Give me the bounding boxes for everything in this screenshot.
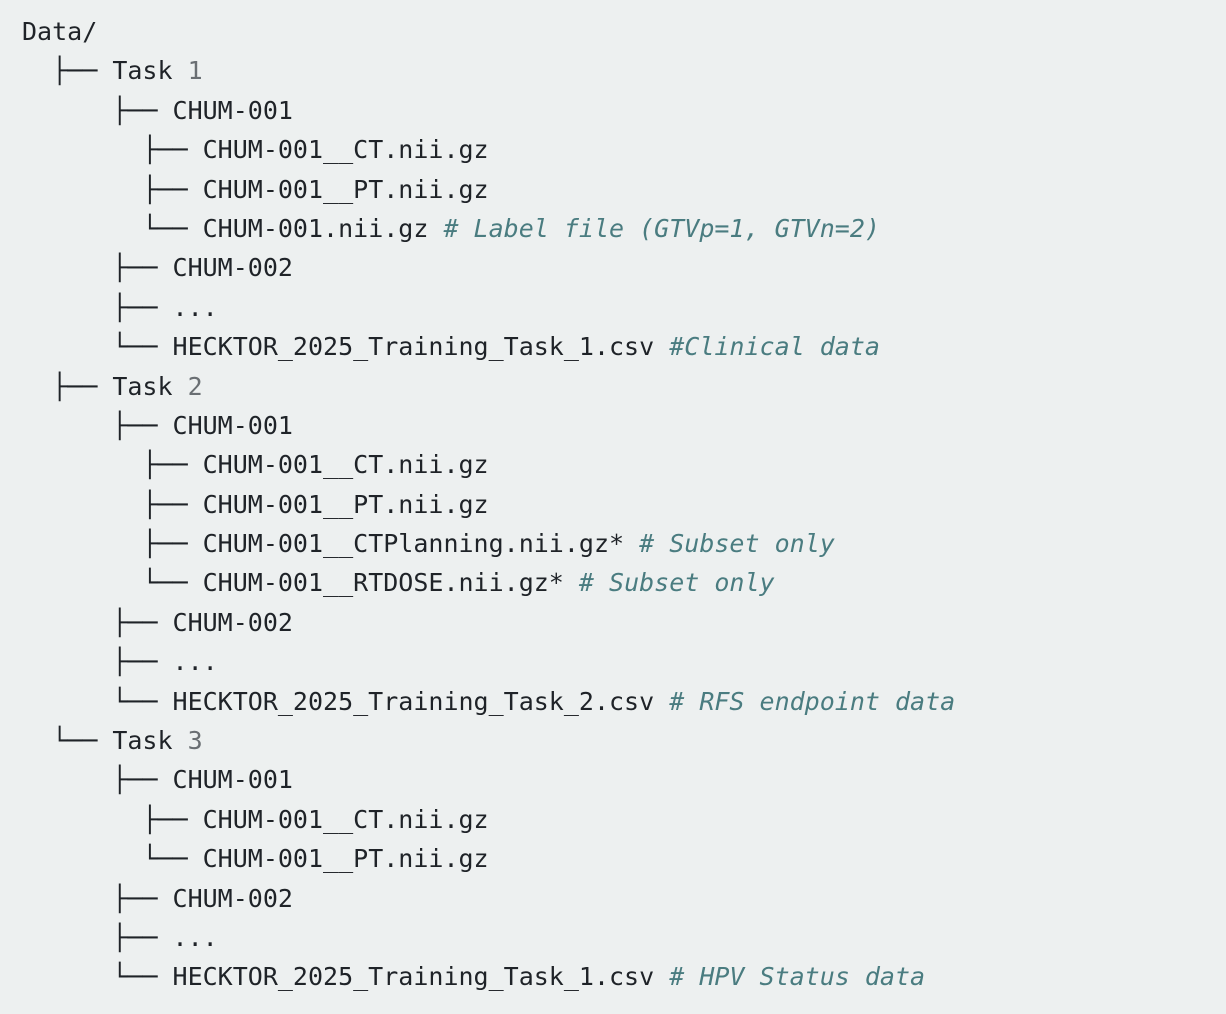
tree-entry-name: CHUM-001 xyxy=(172,95,293,125)
code-comment: # RFS endpoint data xyxy=(669,686,956,716)
tree-prefix: └── xyxy=(22,568,203,598)
tree-entry-name: CHUM-002 xyxy=(172,607,293,637)
tree-entry-name: CHUM-001__RTDOSE.nii.gz* xyxy=(202,568,579,598)
tree-prefix: ├── xyxy=(22,292,173,322)
tree-entry-name: HECKTOR_2025_Training_Task_1.csv xyxy=(172,332,670,362)
tree-prefix: ├── xyxy=(22,647,173,677)
tree-line: └── CHUM-001.nii.gz # Label file (GTVp=1… xyxy=(22,209,1226,248)
tree-prefix: ├── xyxy=(22,883,173,913)
tree-prefix: ├── xyxy=(22,135,203,165)
tree-entry-number: 2 xyxy=(187,371,203,401)
tree-line: ├── CHUM-002 xyxy=(22,603,1226,642)
tree-line: ├── CHUM-001 xyxy=(22,760,1226,799)
tree-entry-name: CHUM-001__PT.nii.gz xyxy=(202,174,489,204)
tree-line: ├── ... xyxy=(22,642,1226,681)
code-comment: # Subset only xyxy=(578,568,775,598)
tree-line: └── HECKTOR_2025_Training_Task_1.csv #Cl… xyxy=(22,327,1226,366)
tree-line: └── HECKTOR_2025_Training_Task_1.csv # H… xyxy=(22,957,1226,996)
tree-prefix: ├── xyxy=(22,489,203,519)
code-comment: # Label file (GTVp=1, GTVn=2) xyxy=(443,213,880,243)
tree-entry-name: CHUM-001 xyxy=(172,410,293,440)
tree-prefix: ├── xyxy=(22,450,203,480)
tree-line: └── CHUM-001__PT.nii.gz xyxy=(22,839,1226,878)
tree-prefix: ├── xyxy=(22,765,173,795)
tree-line: └── HECKTOR_2025_Training_Task_2.csv # R… xyxy=(22,682,1226,721)
code-comment: #Clinical data xyxy=(669,332,880,362)
tree-line: ├── CHUM-001__PT.nii.gz xyxy=(22,485,1226,524)
tree-prefix: └── xyxy=(22,213,203,243)
tree-entry-name: CHUM-002 xyxy=(172,883,293,913)
tree-prefix: ├── xyxy=(22,371,113,401)
tree-entry-name: CHUM-001__PT.nii.gz xyxy=(202,844,489,874)
tree-entry-name: Task xyxy=(112,726,188,756)
tree-line: └── CHUM-001__RTDOSE.nii.gz* # Subset on… xyxy=(22,563,1226,602)
tree-line: Data/ xyxy=(22,12,1226,51)
tree-prefix: ├── xyxy=(22,922,173,952)
tree-entry-name: CHUM-001__PT.nii.gz xyxy=(202,489,489,519)
tree-prefix: ├── xyxy=(22,253,173,283)
tree-prefix: └── xyxy=(22,962,173,992)
tree-prefix: ├── xyxy=(22,95,173,125)
tree-entry-name: ... xyxy=(172,292,218,322)
tree-prefix: └── xyxy=(22,726,113,756)
tree-entry-name: CHUM-001__CTPlanning.nii.gz* xyxy=(202,529,640,559)
tree-entry-name: HECKTOR_2025_Training_Task_2.csv xyxy=(172,686,670,716)
tree-entry-number: 1 xyxy=(187,56,203,86)
tree-prefix: ├── xyxy=(22,529,203,559)
tree-prefix: └── xyxy=(22,844,203,874)
tree-line: ├── CHUM-001__CT.nii.gz xyxy=(22,800,1226,839)
tree-entry-name: ... xyxy=(172,647,218,677)
tree-line: ├── CHUM-001__PT.nii.gz xyxy=(22,170,1226,209)
tree-entry-name: CHUM-001__CT.nii.gz xyxy=(202,804,489,834)
tree-prefix: ├── xyxy=(22,410,173,440)
tree-entry-name: CHUM-001__CT.nii.gz xyxy=(202,135,489,165)
tree-line: ├── CHUM-001 xyxy=(22,91,1226,130)
tree-prefix: ├── xyxy=(22,804,203,834)
tree-line: └── Task 3 xyxy=(22,721,1226,760)
tree-line: ├── CHUM-002 xyxy=(22,248,1226,287)
tree-line: ├── CHUM-002 xyxy=(22,879,1226,918)
tree-entry-name: CHUM-001 xyxy=(172,765,293,795)
tree-line: ├── Task 2 xyxy=(22,367,1226,406)
tree-entry-name: HECKTOR_2025_Training_Task_1.csv xyxy=(172,962,670,992)
tree-entry-name: Data/ xyxy=(22,17,98,46)
tree-entry-name: Task xyxy=(112,371,188,401)
tree-entry-name: Task xyxy=(112,56,188,86)
tree-entry-name: CHUM-001__CT.nii.gz xyxy=(202,450,489,480)
tree-line: ├── CHUM-001 xyxy=(22,406,1226,445)
tree-entry-name: CHUM-001.nii.gz xyxy=(202,213,444,243)
tree-line: ├── CHUM-001__CT.nii.gz xyxy=(22,130,1226,169)
tree-prefix: ├── xyxy=(22,56,113,86)
code-comment: # HPV Status data xyxy=(669,962,926,992)
tree-entry-number: 3 xyxy=(187,726,203,756)
tree-line: ├── ... xyxy=(22,918,1226,957)
tree-line: ├── ... xyxy=(22,288,1226,327)
tree-line: ├── CHUM-001__CTPlanning.nii.gz* # Subse… xyxy=(22,524,1226,563)
tree-line: ├── Task 1 xyxy=(22,51,1226,90)
tree-prefix: └── xyxy=(22,686,173,716)
tree-entry-name: CHUM-002 xyxy=(172,253,293,283)
tree-entry-name: ... xyxy=(172,922,218,952)
code-comment: # Subset only xyxy=(639,529,835,559)
tree-prefix: └── xyxy=(22,332,173,362)
tree-prefix: ├── xyxy=(22,174,203,204)
tree-prefix: ├── xyxy=(22,607,173,637)
tree-line: ├── CHUM-001__CT.nii.gz xyxy=(22,445,1226,484)
